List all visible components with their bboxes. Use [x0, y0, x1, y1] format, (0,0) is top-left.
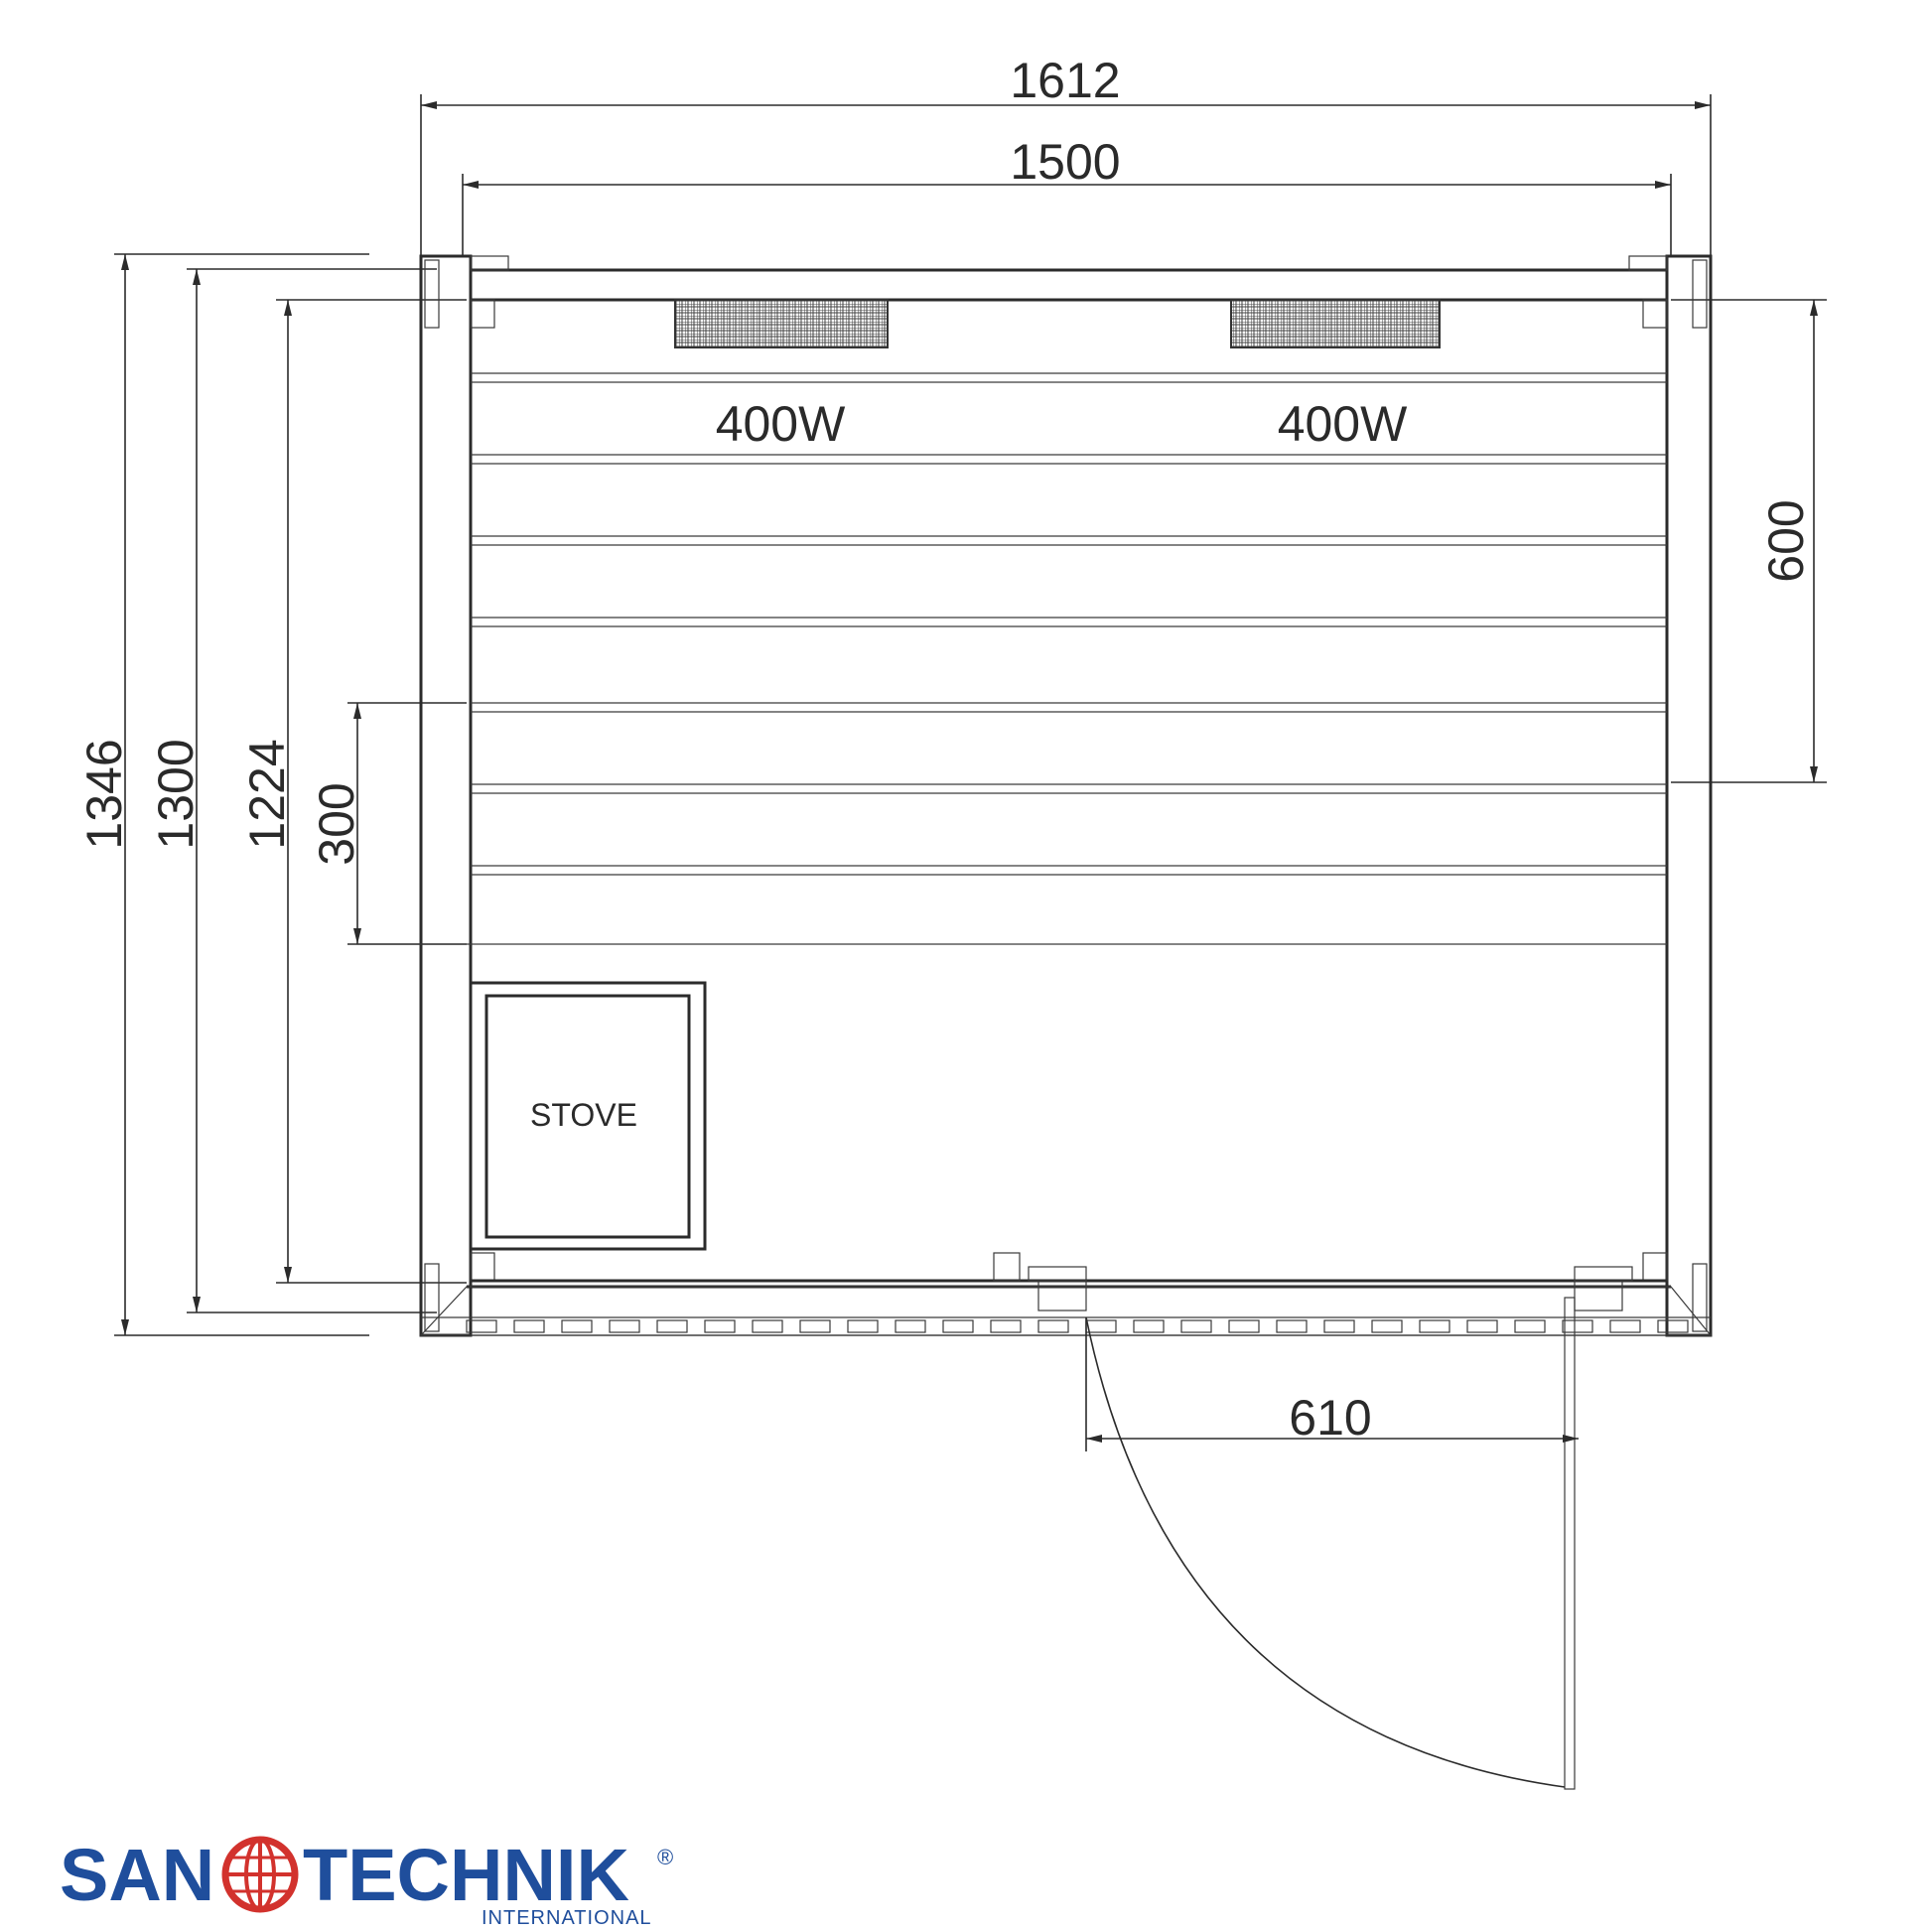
stove-label: STOVE	[530, 1097, 637, 1133]
glass-segment	[1609, 1319, 1641, 1333]
front-glass-segments	[466, 1319, 1689, 1333]
label-bench-depth: 300	[309, 782, 364, 865]
dimension-inner-depth: 1224	[239, 299, 467, 1284]
glass-segment	[609, 1319, 640, 1333]
label-mid-depth: 1300	[148, 739, 204, 849]
dimension-outer-depth: 1346	[76, 253, 369, 1336]
dimension-inner-width: 1500	[462, 134, 1672, 256]
glass-segment	[656, 1319, 688, 1333]
glass-segment	[466, 1319, 497, 1333]
glass-segment	[942, 1319, 974, 1333]
glass-segment	[1085, 1319, 1117, 1333]
heater-panel-right: 400W	[1230, 299, 1441, 452]
dimension-mid-depth: 1300	[148, 268, 437, 1313]
heater-label-left: 400W	[716, 396, 846, 452]
glass-segment	[1371, 1319, 1403, 1333]
glass-segment	[1466, 1319, 1498, 1333]
dimension-outer-width: 1612	[420, 53, 1712, 256]
glass-segment	[895, 1319, 926, 1333]
door: 610	[993, 1252, 1633, 1790]
label-outer-width: 1612	[1010, 53, 1120, 108]
sanotechnik-logo: SAN TECHNIK ® INTERNATIONAL	[60, 1834, 673, 1924]
logo-text-san: SAN	[60, 1834, 214, 1916]
glass-segment	[1323, 1319, 1355, 1333]
label-door-width: 610	[1289, 1390, 1371, 1446]
glass-segment	[1276, 1319, 1308, 1333]
glass-segment	[1562, 1319, 1593, 1333]
dimension-bench-depth: 300	[309, 702, 467, 945]
logo-text-technik: TECHNIK	[303, 1834, 629, 1916]
cabin-walls	[419, 254, 1713, 1337]
glass-segment	[847, 1319, 879, 1333]
glass-segment	[1228, 1319, 1260, 1333]
glass-segment	[1037, 1319, 1069, 1333]
glass-segment	[752, 1319, 783, 1333]
glass-segment	[1419, 1319, 1450, 1333]
dimension-heater-zone: 600	[1671, 299, 1827, 783]
glass-segment	[561, 1319, 593, 1333]
globe-icon	[221, 1836, 299, 1913]
label-inner-width: 1500	[1010, 134, 1120, 190]
bench-slats	[357, 372, 1667, 945]
logo-subtitle: INTERNATIONAL	[482, 1907, 652, 1924]
stove: STOVE	[469, 981, 707, 1251]
label-inner-depth: 1224	[239, 739, 295, 849]
glass-segment	[1514, 1319, 1546, 1333]
glass-segment	[1180, 1319, 1212, 1333]
glass-segment	[704, 1319, 736, 1333]
glass-segment	[513, 1319, 545, 1333]
logo-registered-mark: ®	[657, 1845, 673, 1869]
label-heater-zone: 600	[1758, 499, 1814, 582]
glass-segment	[1657, 1319, 1689, 1333]
heater-panel-left: 400W	[674, 299, 889, 452]
glass-segment	[990, 1319, 1022, 1333]
glass-segment	[1133, 1319, 1165, 1333]
glass-segment	[799, 1319, 831, 1333]
heater-label-right: 400W	[1278, 396, 1408, 452]
label-outer-depth: 1346	[76, 739, 132, 849]
